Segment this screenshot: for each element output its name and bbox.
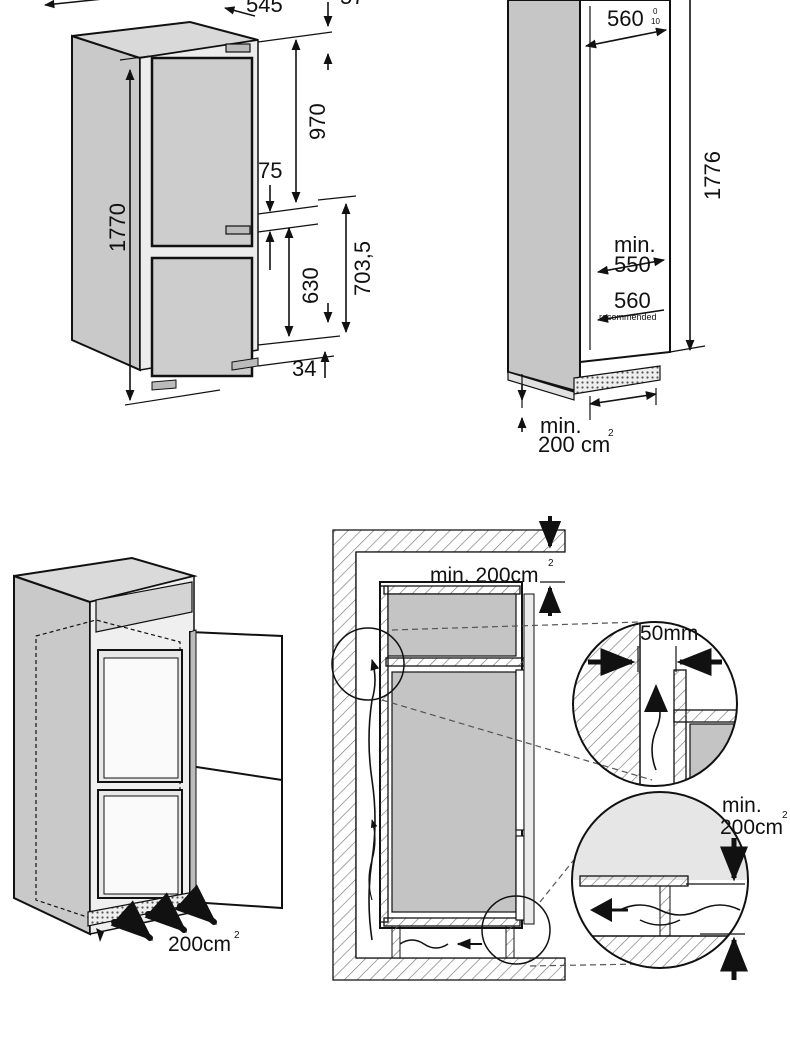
niche-min-value: 550 — [614, 252, 651, 277]
niche-width: 560 — [607, 6, 644, 31]
niche-vent-min: min. — [540, 413, 582, 438]
dim-total-height: 1770 — [105, 203, 130, 252]
airflow-bottom-value: 200cm — [720, 816, 783, 839]
open-vent-value: 200cm — [168, 933, 231, 956]
dim-top-cut: 57 — [340, 0, 364, 9]
open-lower-door — [189, 764, 283, 910]
dim-top-width: 545 — [246, 0, 283, 17]
niche-rec-value: 560 — [614, 288, 651, 313]
dim-plinth: 34 — [292, 356, 316, 381]
niche-width-tol-top: 0 — [653, 7, 658, 16]
niche-min-label: min. — [614, 232, 656, 257]
niche-width-tol-bottom: 10 — [651, 17, 660, 26]
niche-vent-value: 200 cm — [538, 432, 610, 457]
niche-height: 1776 — [700, 151, 725, 200]
panel-airflow-section: min. 200cm 2 50mm — [331, 516, 788, 981]
airflow-bottom-min: min. — [722, 794, 762, 817]
airflow-top-sup: 2 — [548, 558, 554, 569]
dim-lower-total: 703,5 — [350, 241, 375, 296]
panel-side-dimensions: 545 57 1770 970 75 630 703,5 34 — [43, 0, 375, 406]
niche-vent-sup: 2 — [608, 428, 614, 439]
upper-door — [150, 56, 254, 248]
niche-rec-label: recommended — [599, 312, 657, 322]
dim-lower-height: 630 — [298, 267, 323, 304]
open-upper-door — [189, 630, 283, 784]
lower-door — [150, 256, 254, 378]
dim-gap: 75 — [258, 158, 282, 183]
niche-side-wall — [507, 0, 581, 394]
panel-open-cabinet: 200cm 2 — [13, 556, 283, 956]
airflow-bottom-sup: 2 — [782, 810, 788, 821]
airflow-gap-label: 50mm — [640, 622, 698, 645]
airflow-top-label: min. 200cm — [430, 564, 539, 587]
open-vent-sup: 2 — [234, 930, 240, 941]
open-cabinet-side — [13, 574, 91, 936]
dim-upper-height: 970 — [305, 103, 330, 140]
panel-niche-dimensions: 560 0 10 1776 min. 550 560 recommended m… — [507, 0, 725, 457]
